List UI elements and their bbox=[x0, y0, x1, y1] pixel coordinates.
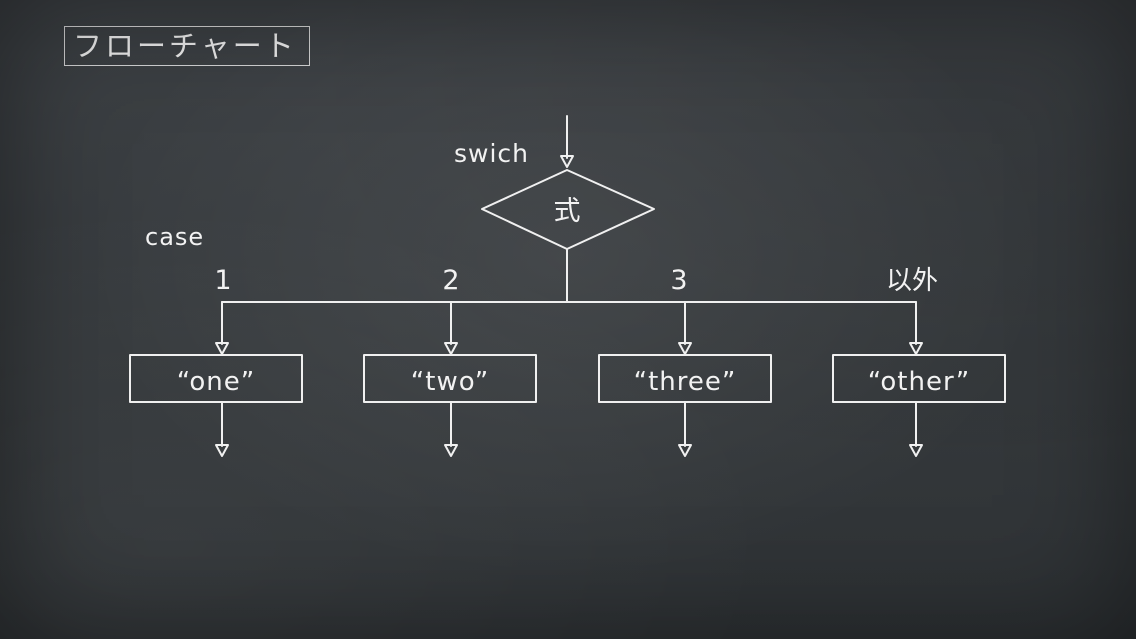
case-label: case bbox=[145, 223, 204, 251]
branch-1-arrow-icon bbox=[215, 342, 229, 355]
case-value-1: 1 bbox=[214, 265, 231, 296]
case-value-2: 2 bbox=[442, 265, 459, 296]
case-1-box bbox=[129, 354, 303, 403]
branch-4-arrow-icon bbox=[909, 342, 923, 355]
case-3-output: “three” bbox=[634, 367, 737, 397]
case-value-4: 以外 bbox=[886, 266, 938, 296]
case-1-exit-arrow-icon bbox=[215, 444, 229, 457]
branch-2-arrow-icon bbox=[444, 342, 458, 355]
branch-3-arrow-icon bbox=[678, 342, 692, 355]
case-4-output: “other” bbox=[868, 367, 970, 397]
case-2-output: “two” bbox=[411, 367, 489, 397]
entry-arrow-icon bbox=[560, 155, 574, 168]
switch-label: swich bbox=[454, 139, 529, 168]
case-1-output: “one” bbox=[177, 367, 255, 397]
case-3-exit-arrow-icon bbox=[678, 444, 692, 457]
decision-label: 式 bbox=[554, 196, 581, 227]
case-2-exit-arrow-icon bbox=[444, 444, 458, 457]
slide-title: フローチャート bbox=[64, 26, 310, 66]
case-value-3: 3 bbox=[670, 265, 687, 296]
case-4-box bbox=[832, 354, 1006, 403]
case-4-exit-arrow-icon bbox=[909, 444, 923, 457]
